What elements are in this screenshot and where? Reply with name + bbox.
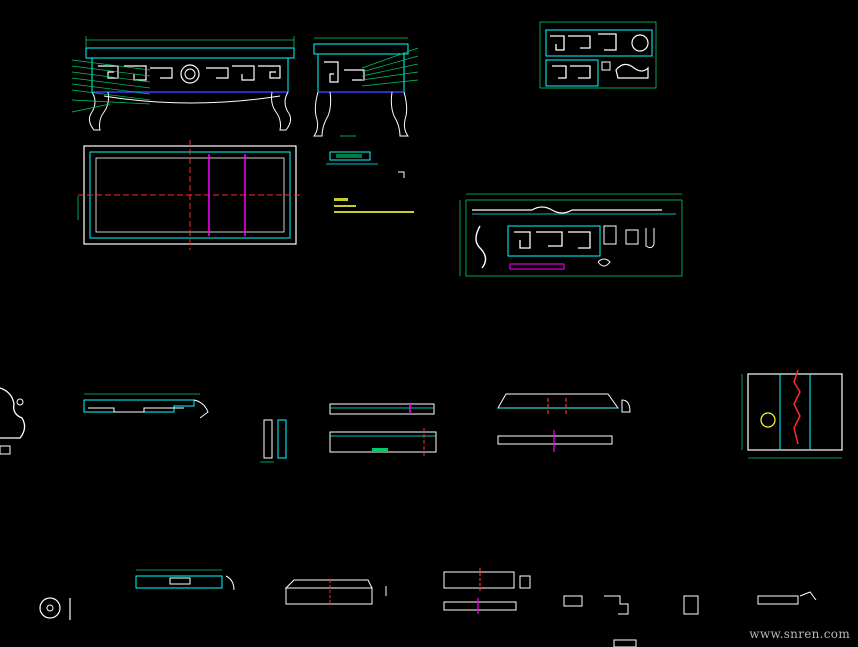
side-leg-left [313,91,332,137]
front-elevation-outline [85,47,295,59]
component-sheet [459,193,683,277]
side-elevation-panel [317,53,405,93]
front-center-medallion [180,64,200,84]
front-leg-left [88,91,109,131]
front-elevation-frieze [91,57,289,93]
rail-detail-6 [443,568,531,614]
rail-detail-3 [497,393,631,452]
side-leg-right [390,91,409,137]
front-leg-right [271,91,292,131]
notes-block [334,198,414,213]
joint-details-small [563,591,817,647]
side-elevation-view [313,37,419,137]
front-center-medallion-inner [184,68,196,80]
plan-view [77,140,302,250]
front-apron-curve [103,95,281,104]
watermark-text: www.snren.com [749,627,850,641]
side-fret-pattern [324,61,365,83]
fret-panel-detail [539,21,657,89]
side-elevation-top [313,43,409,55]
leg-profile-detail [0,387,26,455]
rail-detail-4 [135,569,235,591]
section-detail-small [326,135,405,178]
rail-detail-2 [329,403,437,456]
front-elevation-view [71,36,295,131]
front-leader-lines [71,59,151,113]
front-fret-pattern-left [98,65,173,81]
round-hardware-detail [39,597,71,620]
side-leader-lines [361,47,419,87]
post-detail [260,419,287,463]
front-fret-pattern-right [206,65,281,81]
panel-assembly-detail [741,369,843,459]
rail-detail-5 [284,579,387,605]
rail-detail-1 [83,393,209,419]
